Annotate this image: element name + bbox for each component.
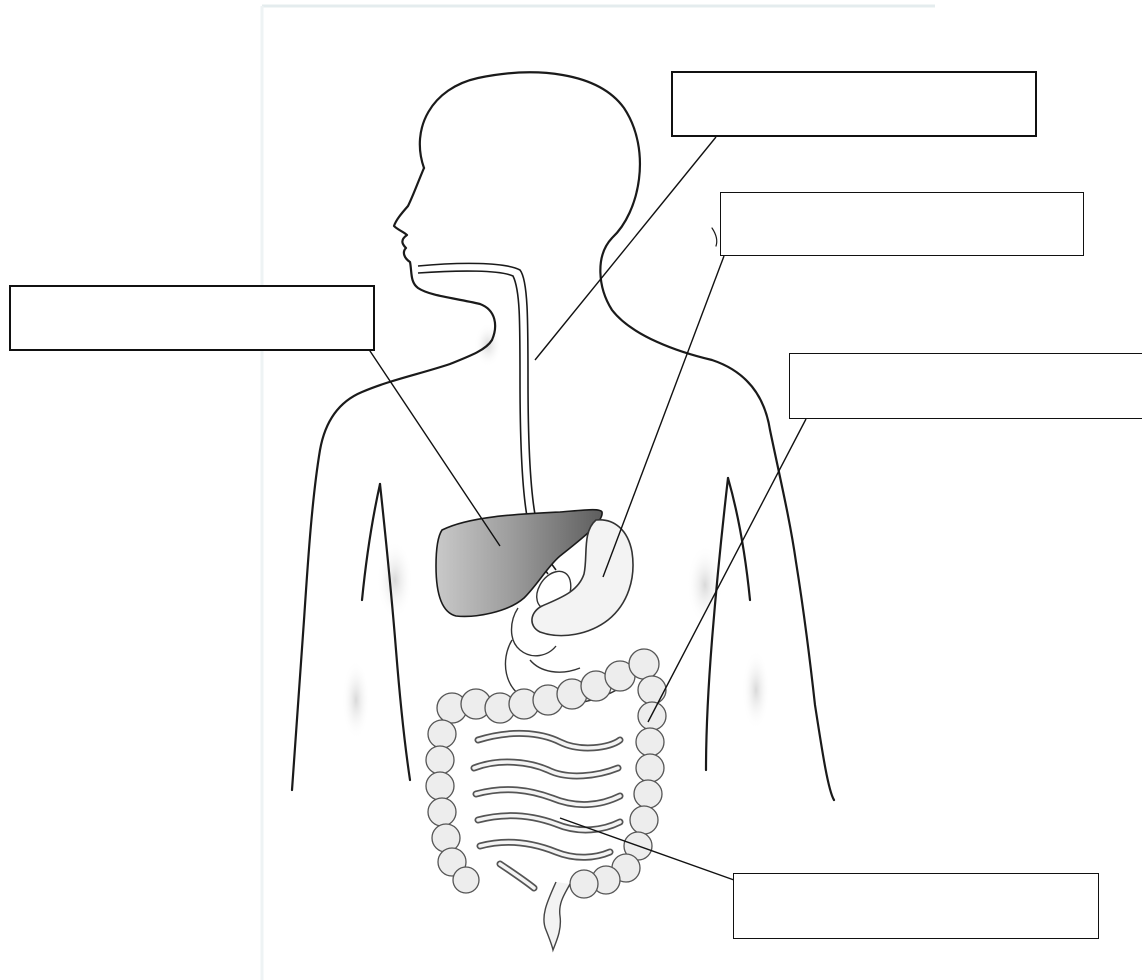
label-box-esophagus[interactable]: [671, 71, 1037, 137]
large-intestine: [426, 649, 666, 898]
label-box-large-intestine[interactable]: [789, 353, 1142, 419]
leader-line-esophagus: [535, 137, 716, 360]
left-hip-shade: [342, 660, 370, 740]
small-intestine-inner: [474, 733, 620, 888]
leader-line-stomach: [603, 256, 724, 577]
small-intestine: [474, 733, 620, 888]
label-box-liver[interactable]: [9, 285, 375, 351]
label-box-small-intestine[interactable]: [733, 873, 1099, 939]
label-box-stomach[interactable]: [720, 192, 1084, 256]
left-arm-shade: [377, 540, 413, 620]
leader-line-large-intestine: [648, 419, 806, 722]
right-hip-shade: [742, 650, 770, 730]
leader-line-liver: [368, 348, 500, 546]
rectum: [544, 882, 570, 950]
